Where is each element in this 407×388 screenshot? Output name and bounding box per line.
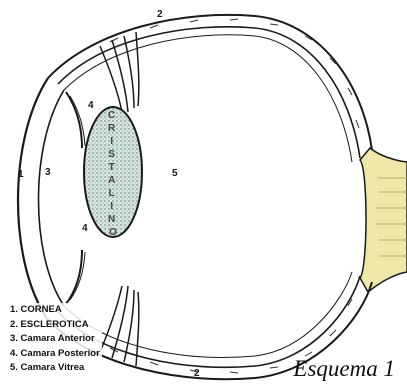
legend: 1. CORNEA 2. ESCLEROTICA 3. Camara Anter… xyxy=(10,303,102,376)
label-vitreous-chamber: 5 xyxy=(172,168,178,179)
label-sclera-top: 2 xyxy=(157,9,163,20)
label-posterior-chamber-bottom: 4 xyxy=(82,223,88,234)
legend-item-sclera: 2. ESCLEROTICA xyxy=(10,318,102,333)
legend-item-cornea: 1. CORNEA xyxy=(10,303,102,318)
label-sclera-bottom: 2 xyxy=(194,368,200,379)
cornea xyxy=(18,78,64,320)
label-posterior-chamber-top: 4 xyxy=(88,100,94,111)
legend-item-vitreous-chamber: 5. Camara Vitrea xyxy=(10,361,102,376)
legend-item-anterior-chamber: 3. Camara Anterior xyxy=(10,332,102,347)
label-anterior-chamber: 3 xyxy=(45,167,51,178)
figure-caption: Esquema 1 xyxy=(293,356,395,382)
iris xyxy=(66,92,85,304)
label-cornea: 1 xyxy=(18,169,24,180)
legend-item-posterior-chamber: 4. Camara Posterior xyxy=(10,347,102,362)
optic-nerve xyxy=(360,148,407,292)
